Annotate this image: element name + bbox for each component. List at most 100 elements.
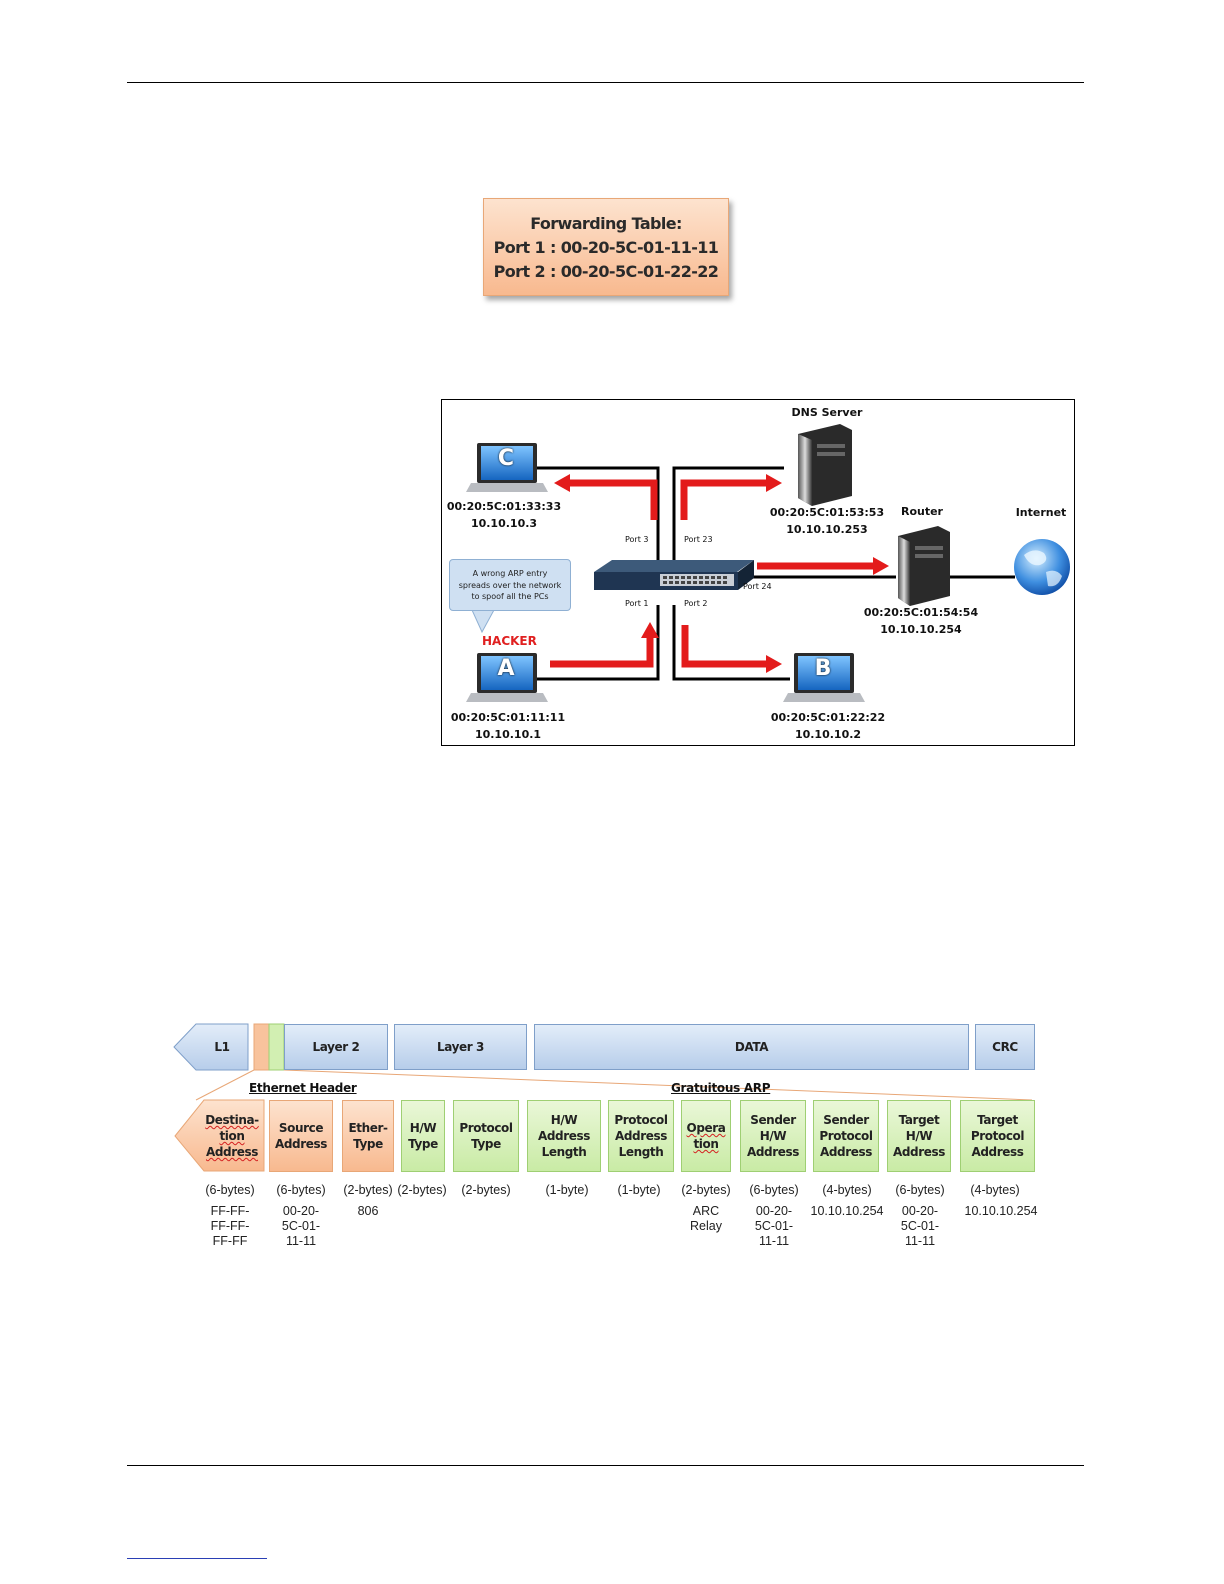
arp-frame-diagram: L1 Layer 2 Layer 3 DATA CRC Ethernet Hea… xyxy=(170,1020,1050,1260)
field-name: Protocol Address Length xyxy=(614,1113,668,1159)
field-value: 00-20- 5C-01- 11-11 xyxy=(900,1204,940,1248)
internet-label: Internet xyxy=(1015,506,1067,519)
network-drawing xyxy=(466,424,1070,702)
port-2-label: Port 2 xyxy=(684,599,708,608)
callout-line: A wrong ARP entry xyxy=(472,569,548,578)
field-value: 00-20- 5C-01- 11-11 xyxy=(754,1204,794,1248)
footer-rule xyxy=(127,1465,1084,1466)
arrow-to-c xyxy=(567,479,658,520)
field-size: (4-bytes) xyxy=(970,1183,1020,1197)
field-size: (6-bytes) xyxy=(895,1183,945,1197)
field-target-protocol-address: Target Protocol Address xyxy=(960,1100,1035,1172)
forwarding-table-row: Port 2 : 00-20-5C-01-22-22 xyxy=(493,262,719,281)
pc-a-ip: 10.10.10.1 xyxy=(474,728,542,741)
field-operation: Opera tion xyxy=(681,1100,731,1172)
pc-b-letter: B xyxy=(814,656,832,681)
switch-icon xyxy=(594,560,754,590)
field-name: Opera tion xyxy=(686,1121,726,1151)
pc-c-letter: C xyxy=(497,446,515,471)
field-name: Sender Protocol Address xyxy=(819,1113,873,1159)
cable-lines xyxy=(537,466,1015,681)
pc-b-mac: 00:20:5C:01:22:22 xyxy=(770,711,886,724)
field-destination-address: Destina- tion Address xyxy=(200,1100,264,1172)
router-mac: 00:20:5C:01:54:54 xyxy=(863,606,979,619)
field-protocol-type: Protocol Type xyxy=(453,1100,519,1172)
field-value: 10.10.10.254 xyxy=(810,1204,884,1218)
l1-text: L1 xyxy=(214,1040,230,1054)
field-size: (2-bytes) xyxy=(397,1183,447,1197)
eth-header-strip-orange xyxy=(253,1023,270,1071)
arrow-to-dns xyxy=(680,479,767,520)
field-hw-type: H/W Type xyxy=(401,1100,445,1172)
red-arrows xyxy=(550,474,889,673)
dns-ip: 10.10.10.253 xyxy=(786,523,868,536)
field-size: (2-bytes) xyxy=(343,1183,393,1197)
field-name: Target H/W Address xyxy=(892,1113,945,1159)
field-size: (2-bytes) xyxy=(681,1183,731,1197)
field-name: H/W Address Length xyxy=(537,1113,590,1159)
arp-callout: A wrong ARP entry spreads over the netwo… xyxy=(449,559,571,611)
frame-connectors xyxy=(173,1023,1033,1101)
field-hw-address-length: H/W Address Length xyxy=(527,1100,601,1172)
forwarding-table-box: Forwarding Table: Port 1 : 00-20-5C-01-1… xyxy=(483,198,729,296)
dns-title: DNS Server xyxy=(791,406,863,419)
laptop-b-icon xyxy=(783,653,865,702)
callout-line: spreads over the network xyxy=(458,580,562,590)
field-value: 806 xyxy=(357,1204,379,1218)
laptop-c-icon xyxy=(466,443,548,492)
router-icon xyxy=(898,526,950,606)
layer-2-bar: Layer 2 xyxy=(284,1024,388,1070)
data-bar: DATA xyxy=(534,1024,969,1070)
port-1-label: Port 1 xyxy=(625,599,649,608)
field-size: (6-bytes) xyxy=(276,1183,326,1197)
crc-bar: CRC xyxy=(975,1024,1035,1070)
port-24-label: Port 24 xyxy=(743,582,772,591)
field-value: 00-20- 5C-01- 11-11 xyxy=(281,1204,321,1248)
arrow-from-a xyxy=(550,635,654,668)
field-size: (1-byte) xyxy=(617,1183,661,1197)
field-name: Target Protocol Address xyxy=(970,1113,1025,1159)
field-name: Source Address xyxy=(274,1121,327,1151)
internet-globe-icon xyxy=(1014,539,1070,595)
data-text: DATA xyxy=(734,1040,769,1054)
dns-mac: 00:20:5C:01:53:53 xyxy=(769,506,885,519)
forwarding-table-title: Forwarding Table: xyxy=(530,214,682,233)
field-value: 10.10.10.254 xyxy=(964,1204,1038,1218)
pc-a-letter: A xyxy=(497,656,515,681)
field-name: Ether- Type xyxy=(348,1121,388,1151)
network-diagram: C A B 00:20:5C:01:33:33 10.10.10.3 DNS S… xyxy=(441,399,1075,746)
crc-text: CRC xyxy=(992,1040,1018,1054)
layer-3-text: Layer 3 xyxy=(437,1040,484,1054)
dns-server-icon xyxy=(798,424,852,506)
field-name: Sender H/W Address xyxy=(746,1113,799,1159)
port-3-label: Port 3 xyxy=(625,535,649,544)
field-sender-protocol-address: Sender Protocol Address xyxy=(813,1100,879,1172)
field-protocol-address-length: Protocol Address Length xyxy=(608,1100,674,1172)
field-ether-type: Ether- Type xyxy=(342,1100,394,1172)
field-size: (6-bytes) xyxy=(205,1183,255,1197)
l1-arrow-shape xyxy=(173,1023,249,1071)
layer-l1-label: L1 xyxy=(196,1024,248,1070)
pc-a-mac: 00:20:5C:01:11:11 xyxy=(450,711,566,724)
laptop-a-icon xyxy=(466,653,548,702)
callout-line: to spoof all the PCs xyxy=(471,592,549,601)
field-size: (2-bytes) xyxy=(461,1183,511,1197)
pc-c-ip: 10.10.10.3 xyxy=(470,517,538,530)
port-23-label: Port 23 xyxy=(684,535,713,544)
header-rule xyxy=(127,82,1084,83)
field-name: Destina- tion Address xyxy=(205,1113,259,1159)
field-size: (4-bytes) xyxy=(822,1183,872,1197)
ethernet-header-label: Ethernet Header xyxy=(249,1081,357,1095)
router-ip: 10.10.10.254 xyxy=(880,623,962,636)
arrow-to-b xyxy=(681,625,767,668)
layer-2-text: Layer 2 xyxy=(312,1040,360,1054)
pc-b-ip: 10.10.10.2 xyxy=(794,728,862,741)
field-name: H/W Type xyxy=(408,1121,438,1151)
hacker-label: HACKER xyxy=(482,634,537,648)
gratuitous-arp-label: Gratuitous ARP xyxy=(671,1081,771,1095)
field-sender-hw-address: Sender H/W Address xyxy=(740,1100,806,1172)
destination-arrow-shape xyxy=(174,1099,265,1172)
field-size: (6-bytes) xyxy=(749,1183,799,1197)
eth-header-strip-green xyxy=(268,1023,285,1071)
forwarding-table-row: Port 1 : 00-20-5C-01-11-11 xyxy=(493,238,719,257)
